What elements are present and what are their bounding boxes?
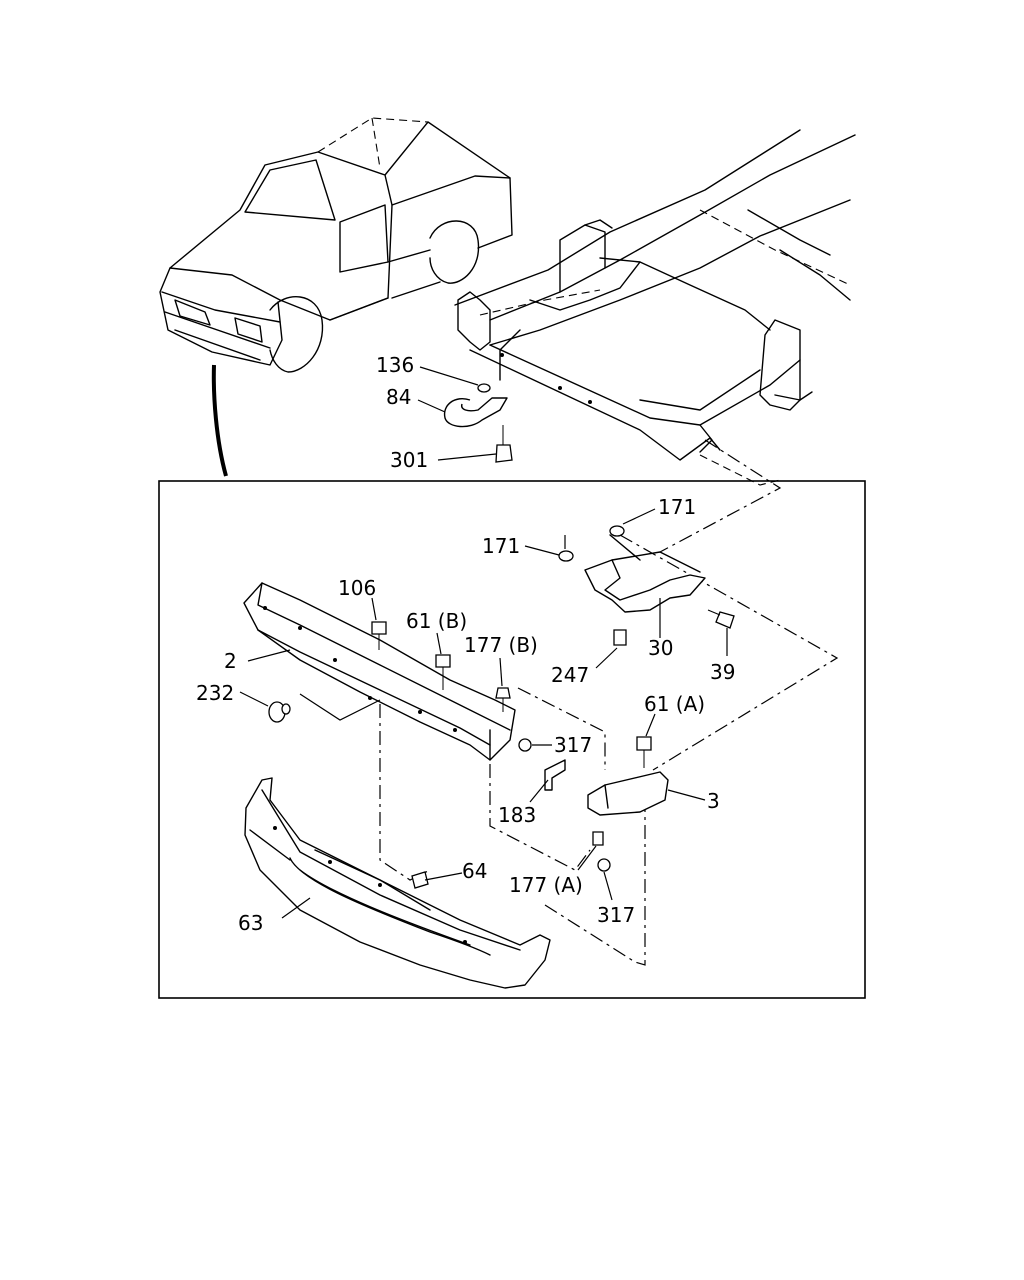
nut-64 (411, 871, 429, 889)
callout-3: 3 (707, 789, 720, 813)
leader-lines (239, 366, 728, 919)
callout-317-lower: 317 (597, 903, 635, 927)
callout-136: 136 (376, 353, 414, 377)
tow-hook-assembly (443, 383, 513, 463)
bolt-61-a (636, 736, 652, 768)
clip-177-a (592, 831, 604, 846)
callout-317-upper: 317 (554, 733, 592, 757)
callout-63: 63 (238, 911, 263, 935)
grommet-232 (268, 701, 291, 723)
clip-177-b (495, 687, 511, 712)
callout-61-a: 61 (A) (644, 692, 705, 716)
chassis-frame-illustration (454, 129, 856, 486)
callout-84: 84 (386, 385, 411, 409)
side-bracket-part-3 (587, 771, 669, 816)
callout-2: 2 (224, 649, 237, 673)
callout-171-upper: 171 (658, 495, 696, 519)
callout-247: 247 (551, 663, 589, 687)
detail-frame (158, 480, 866, 999)
callout-301: 301 (390, 448, 428, 472)
callout-171-left: 171 (482, 534, 520, 558)
bolt-247 (613, 629, 627, 646)
bumper-reinforcement-part-2 (243, 582, 516, 761)
callout-177-b: 177 (B) (464, 633, 538, 657)
callout-177-a: 177 (A) (509, 873, 583, 897)
nut-317-lower (597, 858, 611, 872)
callout-64: 64 (462, 859, 487, 883)
pickup-truck-illustration (159, 117, 513, 477)
bolt-61-b (435, 654, 451, 690)
nut-317-upper (518, 738, 532, 752)
bumper-bracket-part-30 (558, 525, 706, 613)
clip-183 (544, 759, 566, 791)
bumper-face-part-63 (244, 777, 551, 989)
callout-183: 183 (498, 803, 536, 827)
callout-30: 30 (648, 636, 673, 660)
callout-39: 39 (710, 660, 735, 684)
bolt-39 (707, 609, 735, 629)
callout-232: 232 (196, 681, 234, 705)
callout-61-b: 61 (B) (406, 609, 467, 633)
callout-106: 106 (338, 576, 376, 600)
bolt-106 (371, 621, 387, 650)
